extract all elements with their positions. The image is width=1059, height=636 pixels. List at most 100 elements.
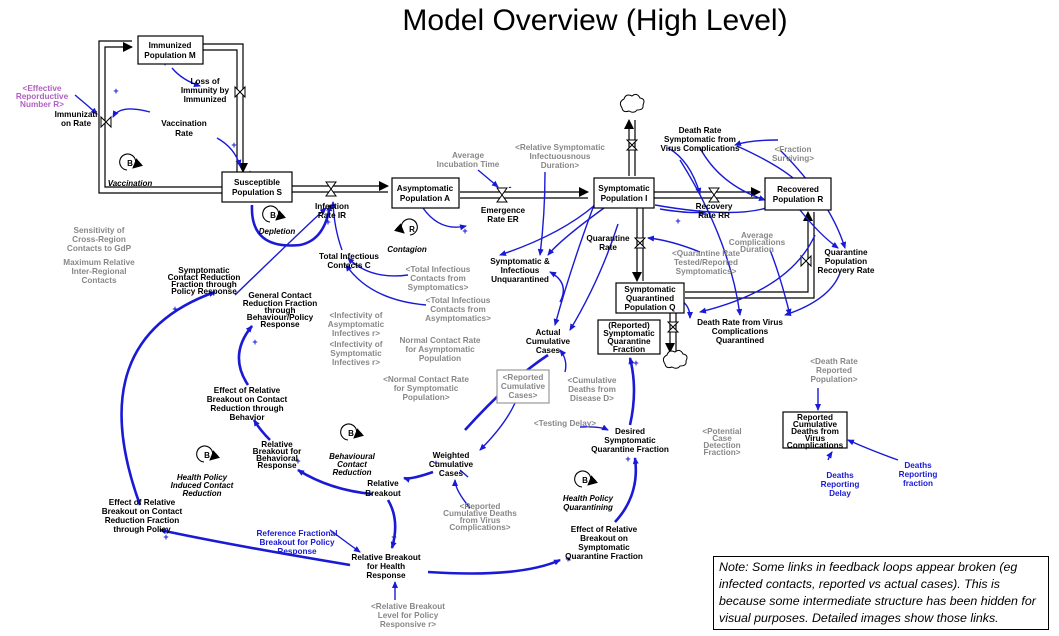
var-relative-breakout-level[interactable]: <Relative Breakout Level for Policy Resp… [371, 602, 445, 629]
svg-text:Population: Population [825, 257, 867, 266]
var-death-rate-symptomatic[interactable]: Death Rate Symptomatic from Virus Compli… [660, 126, 739, 153]
svg-text:Reported: Reported [797, 413, 833, 422]
var-actual-cumulative-cases[interactable]: Actual Cumulative Cases [526, 328, 571, 355]
stock-reported-symptomatic-quarantine-fraction[interactable]: (Reported) Symptomatic Quarantine Fracti… [597, 319, 661, 355]
svg-text:Cumulative: Cumulative [429, 460, 474, 469]
var-deaths-reporting-fraction[interactable]: Deaths Reporting fraction [899, 461, 938, 488]
svg-text:<Cumulative: <Cumulative [568, 376, 617, 385]
var-relative-breakout-health[interactable]: Relative Breakout for Health Response [351, 553, 420, 580]
svg-text:Breakout for Policy: Breakout for Policy [259, 538, 335, 547]
svg-text:Incubation Time: Incubation Time [437, 160, 500, 169]
var-death-rate-reported-population[interactable]: <Death Rate Reported Population> [810, 357, 858, 384]
var-death-rate-quarantined[interactable]: Death Rate from Virus Complications Quar… [697, 318, 783, 345]
stock-symptomatic-quarantined-population[interactable]: Symptomatic Quarantined Population Q [615, 282, 685, 314]
var-fraction-surviving[interactable]: <Fraction Surviving> [772, 145, 814, 163]
var-potential-case-detection[interactable]: <Potential Case Detection Fraction> [702, 427, 741, 457]
svg-text:Population>: Population> [402, 393, 449, 402]
svg-text:Quarantine: Quarantine [824, 248, 868, 257]
var-total-infectious-contacts[interactable]: Total Infectious Contacts C [319, 252, 379, 270]
var-weighted-cumulative-cases[interactable]: Weighted Cumulative Cases [429, 451, 474, 478]
var-reference-fractional-breakout[interactable]: Reference Fractional Breakout for Policy… [257, 529, 338, 556]
var-max-relative-interregional[interactable]: Maximum Relative Inter-Regional Contacts [63, 258, 135, 285]
var-relative-breakout-behavioral[interactable]: Relative Breakout for Behavioral Respons… [253, 440, 302, 470]
var-loss-of-immunity[interactable]: Loss of Immunity by Immunized [181, 77, 230, 104]
var-effect-relative-breakout-behavior[interactable]: Effect of Relative Breakout on Contact R… [207, 386, 288, 422]
svg-text:Population: Population [419, 354, 461, 363]
var-cumulative-deaths-disease[interactable]: <Cumulative Deaths from Disease D> [568, 376, 617, 403]
svg-text:Health Policy: Health Policy [177, 473, 228, 482]
svg-text:+: + [462, 226, 467, 236]
svg-text:Fraction>: Fraction> [703, 448, 740, 457]
svg-text:Contacts to GdP: Contacts to GdP [67, 244, 132, 253]
cloud-icon [662, 349, 688, 369]
cloud-icon [619, 93, 645, 113]
var-infection-rate[interactable]: Infection Rate IR [315, 202, 349, 220]
var-quarantine-population-recovery-rate[interactable]: Quarantine Population Recovery Rate [818, 248, 875, 275]
var-total-infectious-symptomatics[interactable]: <Total Infectious Contacts from Symptoma… [406, 265, 471, 292]
svg-text:Rate: Rate [175, 129, 193, 138]
svg-text:Reduction Fraction: Reduction Fraction [243, 299, 318, 308]
svg-text:B: B [127, 159, 133, 168]
var-symptomatic-infectious-unquarantined[interactable]: Symptomatic & Infectious Unquarantined [490, 257, 550, 284]
var-general-contact-reduction[interactable]: General Contact Reduction Fraction throu… [243, 291, 318, 329]
svg-text:Relative: Relative [261, 440, 293, 449]
svg-text:Reporting: Reporting [899, 470, 938, 479]
loop-depletion: B Depletion [259, 205, 295, 236]
svg-text:Immunized: Immunized [149, 41, 192, 50]
var-testing-delay[interactable]: <Testing Delay> [534, 419, 596, 428]
var-quarantine-rate-tested[interactable]: <Quarantine Rate Tested/Reported Symptom… [672, 249, 740, 276]
svg-text:for Health: for Health [367, 562, 405, 571]
valve-infection [325, 181, 337, 197]
svg-text:Symptomatics>: Symptomatics> [676, 267, 737, 276]
var-desired-symptomatic-quarantine[interactable]: Desired Symptomatic Quarantine Fraction [591, 427, 669, 454]
svg-text:Number R>: Number R> [20, 100, 64, 109]
svg-text:Quarantine Fraction: Quarantine Fraction [591, 445, 669, 454]
var-recovery-rate[interactable]: Recovery Rate RR [696, 202, 733, 220]
var-sensitivity-cross-region[interactable]: Sensitivity of Cross-Region Contacts to … [67, 226, 132, 253]
svg-text:Tested/Reported: Tested/Reported [674, 258, 738, 267]
var-relative-symptomatic-duration[interactable]: <Relative Symptomatic Infectuousnous Dur… [515, 143, 605, 170]
svg-text:Infectuousnous: Infectuousnous [530, 152, 591, 161]
var-effect-relative-breakout-symptomatic-quarantine[interactable]: Effect of Relative Breakout on Symptomat… [565, 525, 643, 561]
var-infectivity-asymptomatic[interactable]: <Infectivity of Asymptomatic Infectives … [328, 311, 385, 338]
svg-text:Rate ER: Rate ER [487, 215, 518, 224]
svg-text:Contacts: Contacts [81, 276, 116, 285]
stock-recovered-population[interactable]: Recovered Population R [764, 177, 832, 211]
svg-text:+: + [172, 304, 177, 314]
svg-text:Infectives r>: Infectives r> [332, 358, 380, 367]
var-normal-contact-asymptomatic[interactable]: Normal Contact Rate for Asymptomatic Pop… [400, 336, 481, 363]
svg-text:Cumulative Deaths: Cumulative Deaths [443, 509, 517, 518]
var-relative-breakout[interactable]: Relative Breakout [365, 479, 401, 498]
var-immunization-rate[interactable]: Immunizati on Rate [55, 110, 98, 128]
var-reported-cumulative-deaths-virus[interactable]: <Reported Cumulative Deaths from Virus C… [443, 502, 517, 532]
stock-symptomatic-population[interactable]: Symptomatic Population I [593, 177, 655, 209]
var-total-infectious-asymptomatics[interactable]: <Total Infectious Contacts from Asymptom… [425, 296, 491, 323]
var-normal-contact-symptomatic[interactable]: <Normal Contact Rate for Symptomatic Pop… [383, 375, 469, 402]
stock-asymptomatic-population[interactable]: Asymptomatic Population A [391, 177, 460, 209]
svg-text:+: + [295, 456, 300, 466]
stock-immunized-population[interactable]: Immunized Population M [137, 35, 204, 65]
var-emergence-rate[interactable]: Emergence Rate ER [481, 206, 526, 224]
stock-reported-cumulative-deaths[interactable]: Reported Cumulative Deaths from Virus Co… [782, 411, 848, 450]
svg-text:Recovered: Recovered [777, 185, 819, 194]
svg-text:+: + [633, 358, 638, 368]
var-quarantine-rate[interactable]: Quarantine Rate [586, 234, 630, 252]
svg-text:Immunity by: Immunity by [181, 86, 230, 95]
svg-text:<Relative Breakout: <Relative Breakout [371, 602, 445, 611]
var-effective-reproductive-number[interactable]: <Effective Reporductive Number R> [16, 84, 69, 109]
var-infectivity-symptomatic[interactable]: <Infectivity of Symptomatic Infectives r… [329, 340, 382, 367]
shadow-reported-cumulative-cases[interactable]: <Reported Cumulative Cases> [496, 369, 550, 404]
var-average-complications-duration[interactable]: Average Complications Duration [729, 231, 786, 254]
svg-text:Breakout on Contact: Breakout on Contact [102, 507, 183, 516]
svg-text:B: B [204, 451, 210, 460]
var-deaths-reporting-delay[interactable]: Deaths Reporting Delay [821, 471, 860, 498]
svg-text:Duration: Duration [740, 245, 774, 254]
var-symptomatic-contact-reduction[interactable]: Symptomatic Contact Reduction Fraction t… [168, 266, 241, 296]
svg-text:General Contact: General Contact [248, 291, 312, 300]
stock-susceptible-population[interactable]: Susceptible Population S [221, 171, 293, 203]
svg-text:Infectious: Infectious [501, 266, 540, 275]
svg-text:+: + [433, 458, 438, 468]
var-average-incubation-time[interactable]: Average Incubation Time [437, 151, 500, 169]
var-effect-relative-breakout-policy[interactable]: Effect of Relative Breakout on Contact R… [102, 498, 183, 534]
var-vaccination-rate[interactable]: Vaccination Rate [161, 119, 207, 138]
